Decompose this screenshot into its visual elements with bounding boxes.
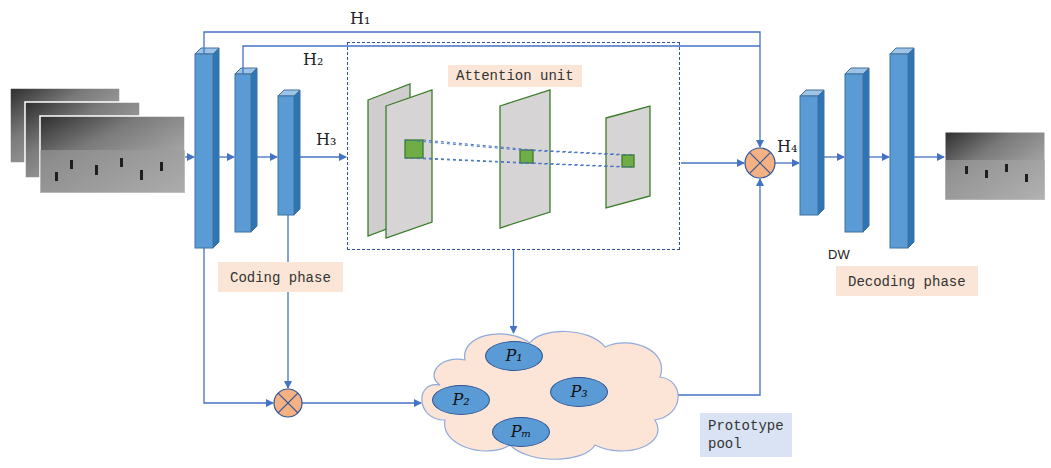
prototype-label: P₃	[570, 378, 587, 406]
prototype-ellipse: P₃	[550, 377, 608, 407]
prototype-pool-cloud: Prototype poolP₁P₂P₃Pₘ	[410, 325, 700, 463]
phase-label: Coding phase	[218, 262, 343, 292]
prototype-ellipse: Pₘ	[492, 417, 550, 447]
attention-panels	[368, 84, 650, 238]
layer-bar	[195, 48, 219, 248]
signal-label: H₁	[350, 9, 370, 28]
layer-bar	[845, 68, 869, 232]
layer-bar	[890, 48, 914, 248]
phase-label: Decoding phase	[836, 266, 978, 296]
prototype-label: P₁	[505, 342, 522, 370]
signal-label: H₂	[303, 50, 323, 69]
layer-bar	[235, 68, 257, 232]
node-label: Coding phase	[230, 270, 331, 286]
layer-bars	[195, 48, 914, 248]
node-label: Attention unit	[448, 65, 582, 87]
layer-label: DW	[828, 247, 850, 262]
attention-unit-box: Attention unit	[347, 42, 680, 250]
node-label: Decoding phase	[848, 274, 966, 290]
flow-arrow	[513, 250, 514, 333]
prototype-ellipse: P₁	[485, 341, 543, 371]
signal-label: H₄	[777, 137, 797, 156]
output-frame	[945, 132, 1045, 200]
prototype-ellipse: P₂	[432, 385, 490, 415]
layer-bar	[278, 90, 300, 215]
signal-label: H₃	[316, 130, 336, 149]
prototype-label: P₂	[452, 386, 469, 414]
layer-bar	[800, 90, 824, 215]
node-label: Prototype pool	[700, 413, 792, 457]
prototype-label: Pₘ	[511, 418, 532, 446]
input-frames	[10, 88, 185, 193]
